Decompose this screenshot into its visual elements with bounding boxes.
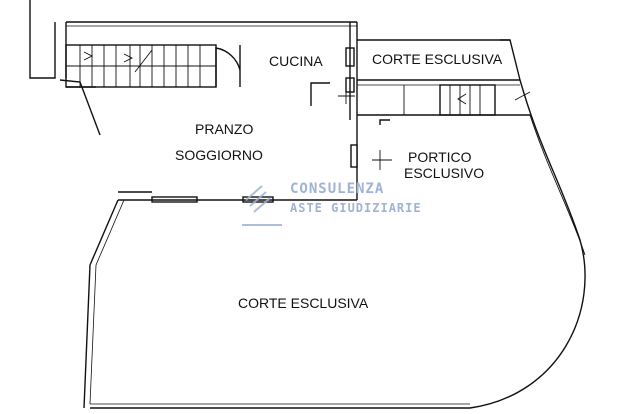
portico-corner — [379, 119, 390, 125]
door-swing — [215, 47, 241, 87]
room-label-pranzo: PRANZO — [195, 121, 253, 137]
stair-arrow-icon — [457, 93, 467, 105]
kitchen-counter — [310, 82, 330, 106]
stair-treads — [66, 45, 216, 87]
wall-left-stub — [29, 0, 56, 79]
room-label-corte-main: CORTE ESCLUSIVA — [238, 295, 369, 311]
wall-east-curved — [469, 79, 586, 409]
window-marker — [345, 77, 355, 93]
window-marker — [345, 47, 355, 67]
room-label-portico-1: PORTICO — [408, 149, 472, 165]
window-marker — [350, 144, 358, 168]
stair-arrow-icon — [123, 53, 134, 63]
room-label-soggiorno: SOGGIORNO — [175, 147, 263, 163]
room-label-cucina: CUCINA — [269, 53, 323, 69]
wall-left-diagonal — [59, 79, 101, 136]
watermark-line-1: CONSULENZA — [290, 181, 384, 197]
walls — [29, 0, 586, 409]
room-label-corte-top: CORTE ESCLUSIVA — [372, 51, 503, 67]
wall-west-court — [83, 199, 119, 409]
watermark-line-2: ASTE GIUDIZIARIE — [290, 201, 422, 215]
room-label-portico-2: ESCLUSIVO — [404, 165, 484, 181]
gavel-logo-icon — [242, 185, 282, 226]
stair-arrow-icon — [83, 51, 94, 61]
